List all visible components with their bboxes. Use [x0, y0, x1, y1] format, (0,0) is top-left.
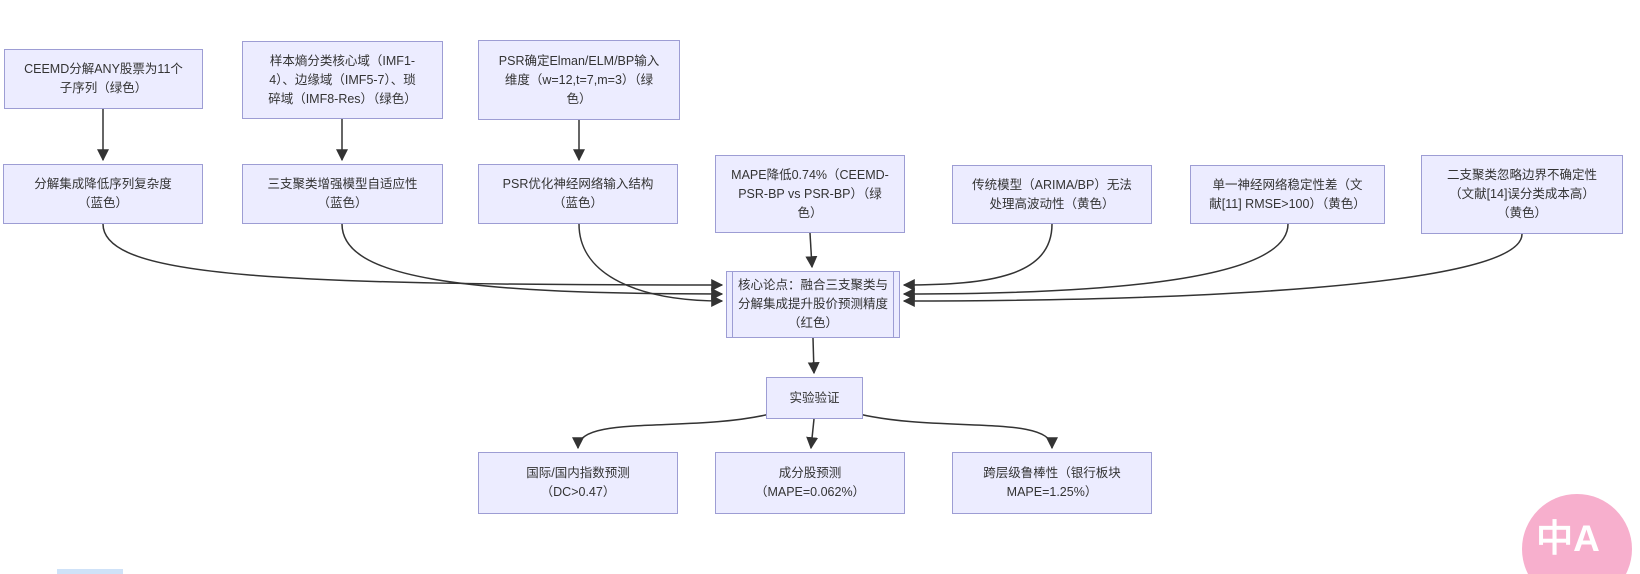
node-label-line: 成分股预测: [778, 466, 842, 480]
node-label-line: 维度（w=12,t=7,m=3）（绿: [504, 72, 654, 87]
edge-H-K: [902, 223, 1053, 291]
edge-L-O: [858, 413, 1058, 450]
node-label-line: PSR-BP vs PSR-BP）（绿: [738, 186, 882, 201]
node-decomposition-reduces-complexity: 分解集成降低序列复杂度 （蓝色）: [3, 164, 203, 224]
node-psr-optimizes-input-structure: PSR优化神经网络输入结构 （蓝色）: [478, 164, 678, 224]
node-label-line: （DC>0.47）: [540, 485, 616, 499]
node-label-line: 三支聚类增强模型自适应性: [267, 177, 418, 191]
node-label-line: PSR优化神经网络输入结构: [502, 177, 654, 191]
node-label-line: 色）: [566, 91, 592, 106]
node-label-line: 分解集成提升股价预测精度: [737, 297, 888, 311]
node-cross-level-robustness: 跨层级鲁棒性（银行板块 MAPE=1.25%）: [952, 452, 1152, 514]
node-label-line: （蓝色）: [552, 196, 603, 210]
node-label-line: 4）、边缘域（IMF5-7）、琐: [269, 72, 416, 87]
node-label-line: 实验验证: [789, 390, 840, 405]
node-label-line: 献[11] RMSE>100）（黄色）: [1209, 196, 1366, 211]
node-label-line: 子序列（绿色）: [59, 81, 148, 95]
bottom-edge-fragment: [57, 569, 123, 574]
translate-button[interactable]: 中A: [1522, 494, 1632, 574]
node-label-line: 单一神经网络稳定性差（文: [1212, 177, 1363, 192]
node-label-line: 跨层级鲁棒性（银行板块: [983, 466, 1121, 480]
node-experimental-validation: 实验验证: [766, 377, 863, 419]
node-core-thesis: 核心论点：融合三支聚类与分解集成提升股价预测精度 （红色）: [726, 271, 900, 338]
node-label-line: PSR确定Elman/ELM/BP输入: [498, 53, 660, 68]
node-index-prediction: 国际/国内指数预测 （DC>0.47）: [478, 452, 678, 514]
subroutine-left-line: [732, 272, 733, 337]
node-sample-entropy-classification: 样本熵分类核心域（IMF1- 4）、边缘域（IMF5-7）、琐碎域（IMF8-Re…: [242, 41, 443, 119]
node-label-line: 样本熵分类核心域（IMF1-: [269, 53, 416, 68]
node-label-line: （红色）: [787, 316, 838, 330]
node-label-line: MAPE降低0.74%（CEEMD-: [731, 167, 889, 182]
edge-L-N: [806, 418, 819, 450]
node-label-line: 二支聚类忽略边界不确定性: [1446, 168, 1597, 182]
edge-F-K: [578, 223, 724, 307]
node-label-line: 色）: [797, 205, 823, 220]
node-label-line: （蓝色）: [317, 196, 368, 210]
node-traditional-model-limitation: 传统模型（ARIMA/BP）无法处理高波动性（黄色）: [952, 165, 1152, 224]
subroutine-right-line: [893, 272, 894, 337]
node-label-line: 碎域（IMF8-Res）（绿色）: [268, 91, 417, 106]
node-label-line: （黄色）: [1496, 206, 1547, 220]
node-label-line: （文献[14]误分类成本高）: [1449, 187, 1595, 201]
node-label-line: 处理高波动性（黄色）: [989, 196, 1115, 211]
node-psr-input-dimension: PSR确定Elman/ELM/BP输入维度（w=12,t=7,m=3）（绿色）: [478, 40, 680, 120]
node-ceemd-decomposition: CEEMD分解ANY股票为11个子序列（绿色）: [4, 49, 203, 109]
node-two-way-clustering-limitation: 二支聚类忽略边界不确定性 （文献[14]误分类成本高） （黄色）: [1421, 155, 1623, 234]
node-single-nn-instability: 单一神经网络稳定性差（文献[11] RMSE>100）（黄色）: [1190, 165, 1385, 224]
node-label-line: MAPE=1.25%）: [1006, 485, 1098, 499]
edge-E-K: [341, 223, 724, 300]
node-constituent-stock-prediction: 成分股预测 （MAPE=0.062%）: [715, 452, 905, 514]
node-mape-reduction: MAPE降低0.74%（CEEMD- PSR-BP vs PSR-BP）（绿色）: [715, 155, 905, 233]
edge-G-K: [805, 232, 818, 269]
node-label-line: 分解集成降低序列复杂度: [34, 177, 172, 191]
edge-K-L: [807, 337, 820, 375]
node-label-line: （MAPE=0.062%）: [754, 485, 866, 499]
node-three-way-clustering-adaptivity: 三支聚类增强模型自适应性 （蓝色）: [242, 164, 443, 224]
node-label-line: （蓝色）: [77, 196, 128, 210]
node-label-line: 传统模型（ARIMA/BP）无法: [972, 177, 1132, 192]
edge-L-M: [572, 413, 771, 450]
edge-D-K: [102, 223, 724, 291]
node-label-line: 国际/国内指数预测: [526, 466, 630, 480]
node-label-line: CEEMD分解ANY股票为11个: [24, 62, 183, 76]
edge-J-K: [902, 233, 1523, 307]
node-label-line: 核心论点：融合三支聚类与: [737, 278, 888, 292]
edge-I-K: [902, 223, 1289, 300]
